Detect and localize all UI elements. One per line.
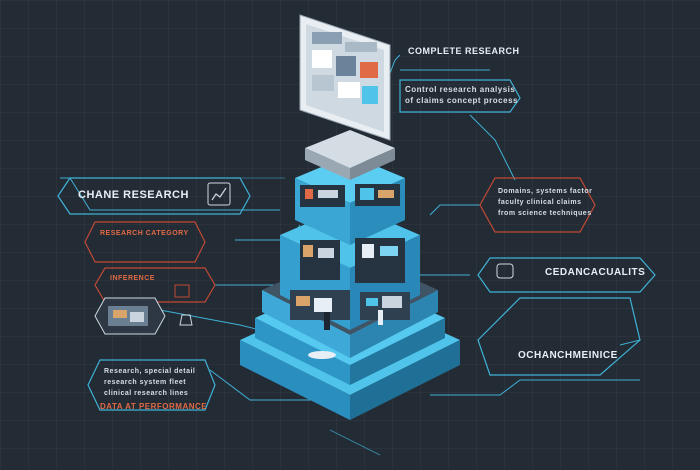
left-red-callout-box-1 — [84, 221, 206, 263]
right-mid-callout-box — [477, 257, 656, 293]
top-callout-box — [399, 79, 521, 113]
folder-icon — [174, 284, 190, 298]
connector-right-bottom — [430, 379, 640, 396]
left-red-callout-box-2 — [94, 267, 216, 303]
left-red-callout-label-2: INFERENCE — [110, 275, 155, 282]
cup-icon — [179, 314, 193, 326]
connector-right-top — [429, 204, 480, 216]
right-bottom-callout-label: OCHANCHMEINICE — [518, 350, 618, 361]
connector-left-main — [60, 177, 280, 211]
right-mid-callout-label: CEDANCACUALITS — [545, 267, 646, 278]
bottom-left-callout-box — [87, 359, 216, 411]
right-top-callout-text: Domains, systems factor faculty clinical… — [498, 188, 593, 217]
top-callout-title: COMPLETE RESEARCH — [408, 46, 520, 56]
right-bottom-callout-box — [477, 297, 641, 376]
left-red-callout-label-1: RESEARCH CATEGORY — [100, 230, 189, 237]
tower-structure — [240, 14, 460, 420]
left-main-callout-box — [57, 177, 251, 215]
right-top-callout-box — [479, 177, 596, 233]
connector-top-right — [469, 114, 516, 181]
connector-image-card — [159, 309, 261, 331]
left-main-callout-label: CHANE RESEARCH — [78, 189, 189, 201]
bottom-left-callout-text: Research, special detail research system… — [104, 368, 196, 397]
top-callout-text: Control research analysis of claims conc… — [405, 85, 518, 105]
bottom-left-callout-red-label: DATA AT PERFORMANCE — [100, 402, 208, 411]
basket-icon — [496, 263, 514, 279]
chart-icon — [207, 182, 231, 206]
